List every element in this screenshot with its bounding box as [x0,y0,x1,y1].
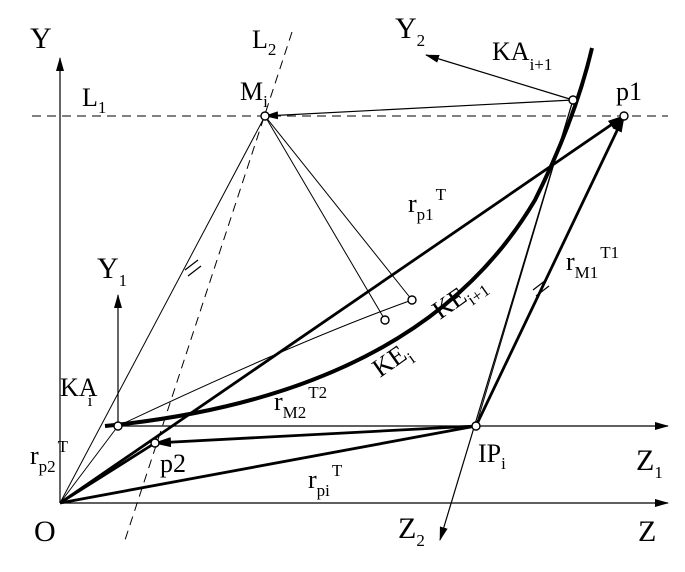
label-ka-i1: KAi+1 [492,37,552,74]
label-ke-i1: KEi+1 [427,268,494,329]
vector-rm1 [474,114,626,427]
label-ka-i: KAi [60,373,98,410]
label-p2: p2 [160,449,186,478]
label-rp1t: rp1T [408,185,447,224]
line-m-ke2 [264,115,413,301]
ka-curve [104,47,594,428]
line-ip-ka [475,99,574,427]
point-p2 [150,438,160,448]
label-p1: p1 [616,77,642,106]
label-rm1t1: rM1T1 [566,243,619,282]
label-o: O [34,515,56,548]
vector-rp2 [59,441,156,505]
label-mi: Mi [240,77,268,111]
label-y2: Y2 [395,12,425,50]
label-z1: Z1 [636,444,663,482]
vector-o-ka [59,425,119,504]
label-ke-i: KEi [367,336,419,387]
y2-axis [425,54,574,101]
label-l1: L1 [82,83,106,117]
label-z: Z [638,515,656,548]
label-rpit: rpiT [308,461,343,500]
point-mi [260,111,270,121]
point-ka-i [113,421,123,431]
vector-rm2 [153,424,477,448]
point-ipi [471,421,481,431]
line-o-m [59,115,266,504]
parallel-marks-left [184,259,202,277]
point-ke-i [380,315,390,325]
parallel-marks-right [532,279,550,297]
label-z2: Z2 [398,512,425,550]
line-m-ka [264,99,574,120]
label-l2: L2 [252,25,276,59]
point-ka-i1 [568,95,578,105]
vector-rp1 [59,114,626,505]
point-p1 [619,111,629,121]
label-rp2t: rp2T [30,437,69,476]
line-m-ke1 [264,115,386,321]
label-rm2t2: rM2T2 [274,383,327,422]
label-ipi: IPi [478,439,506,473]
label-y1: Y1 [97,252,127,290]
point-ke-i1 [407,295,417,305]
vector-rpi [59,424,477,505]
label-y: Y [30,22,52,55]
